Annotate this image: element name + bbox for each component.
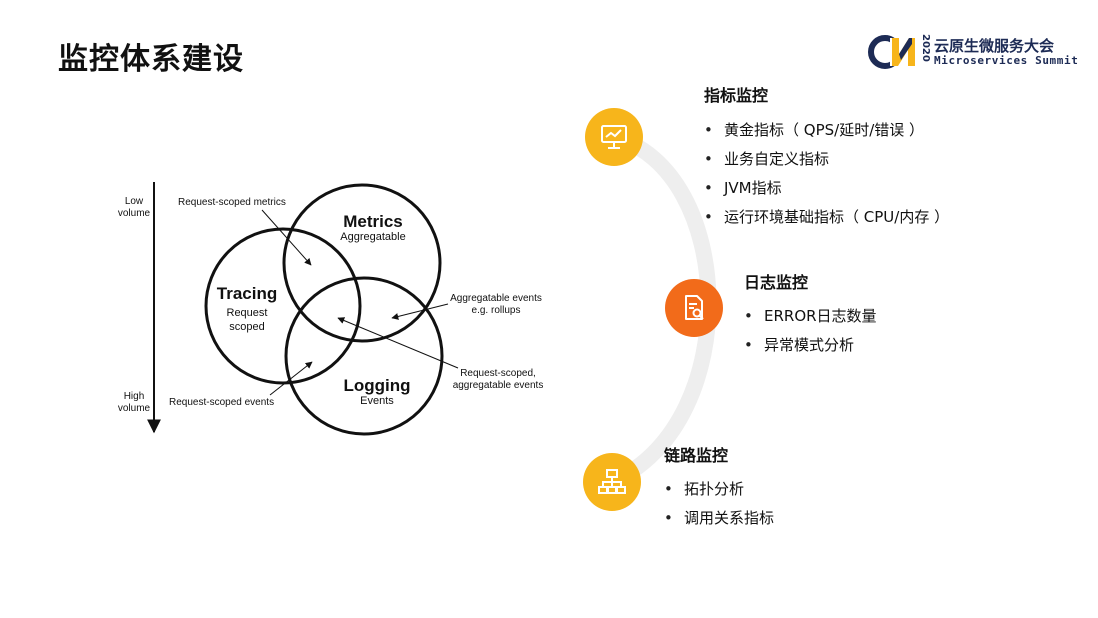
chart-monitor-icon [601, 125, 627, 149]
log-document-icon [685, 295, 704, 320]
list-item: 异常模式分析 [744, 335, 877, 364]
list-item: 黄金指标（ QPS/延时/错误 ） [704, 120, 949, 149]
metrics-monitoring-list: 黄金指标（ QPS/延时/错误 ） 业务自定义指标 JVM指标 运行环境基础指标… [704, 120, 949, 236]
axis-low-line2: volume [118, 208, 151, 219]
metrics-monitoring-node [585, 108, 643, 166]
page-title: 监控体系建设 [58, 42, 244, 77]
hierarchy-icon [598, 469, 626, 494]
arrow-request-scoped-metrics [261, 209, 312, 266]
tracing-circle [204, 227, 362, 385]
logging-title: Logging [343, 376, 410, 395]
observability-venn-diagram: Low volume High volume Metrics Aggregata… [118, 182, 544, 436]
list-item: 调用关系指标 [664, 508, 774, 537]
annotation-request-scoped-aggregatable-line2: aggregatable events [453, 380, 544, 391]
logo-year: 2020 [920, 34, 931, 62]
annotation-aggregatable-events-line1: Aggregatable events [450, 293, 542, 304]
log-monitoring-title: 日志监控 [744, 273, 809, 292]
trace-monitoring-node [583, 453, 641, 511]
logging-circle [284, 276, 444, 436]
annotation-request-scoped-metrics: Request-scoped metrics [178, 197, 286, 208]
list-item: ERROR日志数量 [744, 306, 877, 335]
metrics-monitoring-title: 指标监控 [704, 86, 769, 105]
logo-title-cn: 云原生微服务大会 [934, 37, 1055, 55]
metrics-subtitle: Aggregatable [340, 231, 405, 243]
metrics-title: Metrics [343, 212, 403, 231]
list-item: 拓扑分析 [664, 479, 774, 508]
list-item: JVM指标 [704, 178, 949, 207]
summit-logo: 2020 云原生微服务大会 Microservices Summit [868, 34, 1078, 70]
trace-monitoring-title: 链路监控 [664, 446, 729, 465]
tracing-subtitle-line2: scoped [229, 321, 264, 333]
log-monitoring-node [665, 279, 723, 337]
arrow-aggregatable-events [391, 303, 449, 320]
axis-low-line1: Low [125, 196, 144, 207]
tracing-subtitle-line1: Request [227, 307, 268, 319]
arrow-request-scoped-events [269, 361, 313, 396]
cn-logo-mark-icon [868, 35, 915, 69]
logging-subtitle: Events [360, 395, 394, 407]
tracing-title: Tracing [217, 284, 277, 303]
log-monitoring-list: ERROR日志数量 异常模式分析 [744, 306, 877, 364]
logo-title-en: Microservices Summit [934, 54, 1079, 67]
metrics-circle [282, 183, 442, 343]
axis-high-line2: volume [118, 403, 151, 414]
annotation-request-scoped-events: Request-scoped events [169, 397, 274, 408]
arrow-request-scoped-aggregatable [337, 317, 459, 369]
list-item: 运行环境基础指标（ CPU/内存 ） [704, 207, 949, 236]
annotation-request-scoped-aggregatable-line1: Request-scoped, [460, 368, 536, 379]
trace-monitoring-list: 拓扑分析 调用关系指标 [664, 479, 774, 537]
axis-high-line1: High [124, 391, 145, 402]
annotation-aggregatable-events-line2: e.g. rollups [472, 305, 521, 316]
list-item: 业务自定义指标 [704, 149, 949, 178]
